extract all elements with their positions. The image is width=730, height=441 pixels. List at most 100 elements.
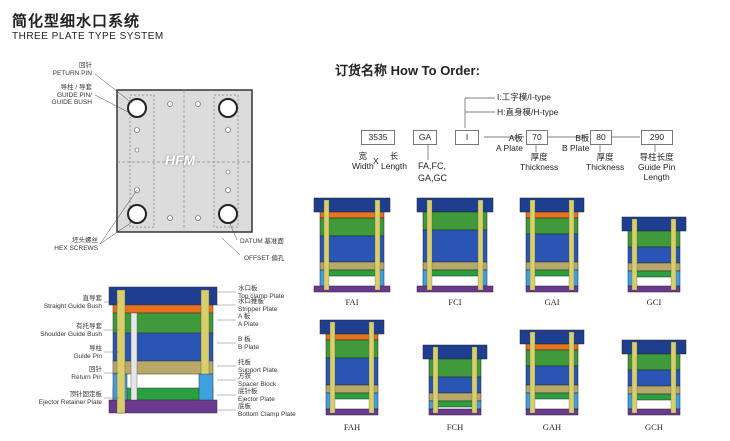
section-label-left-4: 顶针固定板 Ejector Retainer Plate (38, 391, 102, 406)
section-label-right-1: 水口推板 Stripper Plate (238, 298, 278, 313)
section-label-left-2: 导柱 Guide Pin (73, 345, 102, 360)
mold-caption-FAI: FAI (345, 297, 359, 307)
GAI-top-plate (519, 197, 585, 213)
label-return-pin: 回针 PETURN PIN (52, 62, 92, 77)
label-hex-screws: 坯头螺丝 HEX SCREWS (54, 237, 98, 252)
FAH-stripper (325, 333, 379, 341)
order-width-label: 宽 Width (352, 151, 374, 171)
GCH-bottom (627, 408, 681, 416)
section-label-right-7: 底板 Bottom Clamp Plate (238, 403, 296, 418)
GAI-a-plate (525, 217, 579, 235)
GCH-top-plate (621, 339, 687, 355)
section-label-right-3: B 板 B Plate (238, 336, 259, 351)
FAH-spacer-l (325, 392, 335, 410)
order-box-2: I (455, 130, 479, 145)
FAH-support (325, 384, 379, 394)
order-h-type: H:直身模/H-type (497, 107, 559, 117)
FCI-b-plate (422, 229, 488, 263)
FCI-top-plate (416, 197, 494, 213)
order-b-thickness: 厚度 Thickness (586, 152, 625, 172)
FCH-top-plate (422, 344, 488, 360)
GCI-pin-r (670, 218, 677, 291)
GCI-a-plate (627, 230, 681, 248)
FAI-spacer-l (319, 269, 329, 287)
FCH-b-plate (428, 376, 482, 394)
FAH-b-plate (325, 357, 379, 386)
order-type-options: FA,FC, GA,GC (418, 161, 448, 183)
GCH-b-plate (627, 369, 681, 387)
GAI-stripper (525, 211, 579, 219)
section-label-right-0: 水口板 Top clamp Plate (238, 285, 285, 300)
FAI-b-plate (319, 235, 385, 263)
FAH-spacer-r (369, 392, 379, 410)
FCI-spacer-r (478, 269, 488, 287)
GCH-a-plate (627, 353, 681, 371)
stripper-plate (112, 304, 214, 314)
page-title: 简化型细水口系统 (12, 13, 141, 30)
order-box-3: 70 (526, 130, 548, 145)
order-box-4: 80 (590, 130, 612, 145)
section-label-right-6: 底针板 Ejector Plate (238, 388, 275, 403)
mold-caption-GAI: GAI (544, 297, 560, 307)
FAI-a-plate (319, 217, 385, 237)
FCI-pin-r (477, 199, 484, 291)
FCH-pin-r (471, 346, 478, 414)
GAH-b-plate (525, 365, 579, 386)
mold-caption-FCI: FCI (448, 297, 462, 307)
return-pin (130, 312, 138, 401)
order-box-1: GA (413, 130, 437, 145)
FCI-bottom (416, 285, 494, 293)
b-plate (112, 332, 214, 362)
support-plate (112, 360, 214, 375)
label-offset: OFFSET 偏孔 (244, 255, 285, 262)
guide-pin-right (200, 289, 210, 375)
guide-pin (116, 289, 126, 414)
section-label-right-2: A 板 A Plate (238, 313, 259, 328)
GCI-bottom (627, 285, 681, 293)
FCH-ejector (436, 400, 474, 408)
order-a-thickness: 厚度 Thickness (520, 152, 559, 172)
GCH-support (627, 385, 681, 395)
order-b-plate: B板 B Plate (562, 133, 590, 153)
GAH-pin-r (568, 331, 575, 414)
GCH-pin-l (631, 341, 638, 414)
ejector-plate (112, 387, 214, 401)
FCI-spacer-l (422, 269, 432, 287)
GCI-spacer-l (627, 270, 637, 287)
order-x: X (373, 156, 379, 166)
order-guide-length: 导柱长度 Guide Pin Length (638, 152, 676, 182)
FAH-a-plate (325, 339, 379, 359)
FCH-spacer-r (472, 400, 482, 410)
GAH-stripper (525, 343, 579, 351)
order-title: 订货名称 How To Order: (335, 63, 480, 78)
GCH-spacer-r (671, 393, 681, 410)
GCH-spacer-l (627, 393, 637, 410)
FAH-pin-r (368, 321, 375, 414)
GAH-bottom (525, 408, 579, 416)
FAH-ejector (333, 392, 371, 400)
a-plate (112, 312, 214, 334)
FAH-top-plate (319, 319, 385, 335)
top-clamp-plate (108, 286, 218, 306)
order-box-5: 290 (641, 130, 673, 145)
GAI-pin-r (568, 199, 575, 291)
label-guide-pin: 导柱 / 导套 GUIDE PIN/ GUIDE BUSH (51, 84, 92, 106)
FAI-top-plate (313, 197, 391, 213)
bottom-clamp-plate (108, 399, 218, 414)
FCH-a-plate (428, 358, 482, 378)
GAH-spacer-r (569, 392, 579, 410)
section-label-left-3: 回针 Return Pin (71, 366, 102, 381)
GCI-support (627, 262, 681, 272)
GCI-pin-l (631, 218, 638, 291)
label-datum: DATUM 基准面 (240, 238, 284, 245)
GAI-pin-l (529, 199, 536, 291)
GAH-top-plate (519, 329, 585, 345)
logo: HFM (165, 152, 196, 168)
order-length-label: 长 Length (381, 151, 407, 171)
GAI-support (525, 261, 579, 271)
GCI-spacer-r (671, 270, 681, 287)
GAH-a-plate (525, 349, 579, 367)
section-label-right-5: 方铁 Spacer Block (238, 373, 277, 388)
FCI-a-plate (422, 211, 488, 231)
GCH-pin-r (670, 341, 677, 414)
